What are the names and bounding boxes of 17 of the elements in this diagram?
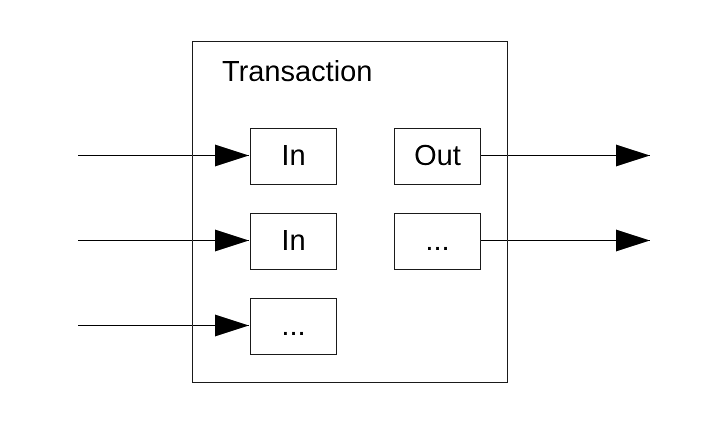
- port-label: ...: [424, 224, 451, 259]
- container-title: Transaction: [222, 56, 372, 89]
- port-label: ...: [280, 309, 307, 344]
- port-box: [394, 213, 481, 270]
- container-box: [192, 41, 508, 383]
- port-label: In: [280, 224, 307, 259]
- port-box: [250, 128, 337, 185]
- port-box: [394, 128, 481, 185]
- port-label: Out: [413, 139, 462, 174]
- arrow: [78, 230, 250, 252]
- port-label: In: [280, 139, 307, 174]
- port-box: [250, 298, 337, 355]
- port-box: [250, 213, 337, 270]
- arrow: [78, 144, 250, 166]
- arrow: [78, 314, 250, 336]
- arrow: [480, 144, 650, 166]
- arrow: [480, 230, 650, 252]
